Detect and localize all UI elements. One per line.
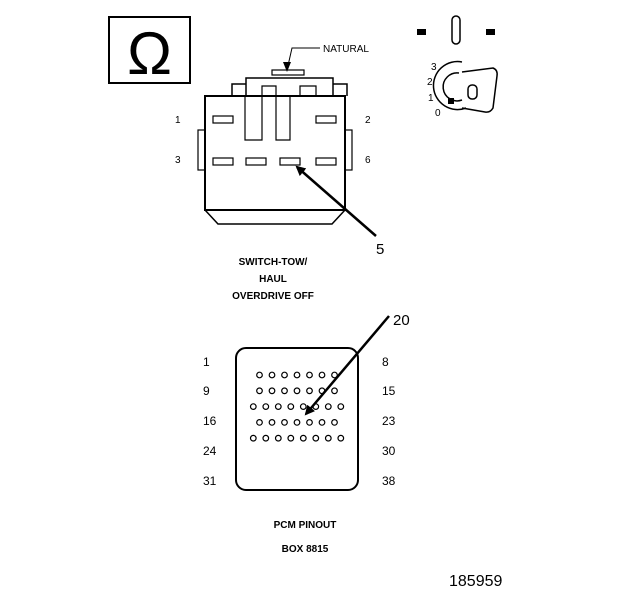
ohmmeter-symbol: Ω	[108, 16, 191, 87]
pcm-pin-hole	[324, 434, 332, 442]
pcm-pin-hole	[331, 387, 338, 395]
pcm-pin-hole	[256, 419, 263, 426]
pcm-pin-hole	[262, 434, 270, 442]
pcm-pin-hole	[337, 403, 345, 411]
pcm-pin-31: 31	[203, 474, 217, 488]
natural-label: NATURAL	[323, 44, 369, 55]
pcm-pin-hole	[249, 403, 257, 411]
pcm-pin-hole	[268, 371, 276, 379]
pcm-callout-arrow	[304, 315, 390, 416]
key-position-2: 2	[427, 77, 433, 88]
pcm-pin-30: 30	[382, 444, 396, 458]
switch-caption-line-3: OVERDRIVE OFF	[232, 291, 314, 302]
pcm-caption-line-1: PCM PINOUT	[274, 520, 337, 531]
pcm-pin-hole	[249, 434, 257, 442]
pcm-pin-hole	[318, 371, 326, 379]
pcm-pin-hole	[299, 403, 307, 411]
pcm-pin-hole	[293, 371, 301, 379]
pcm-pin-hole	[281, 387, 288, 395]
pcm-pin-hole	[331, 419, 338, 426]
pcm-pin-hole	[256, 371, 263, 379]
key-position-1: 1	[428, 93, 434, 104]
pcm-pin-hole	[293, 419, 301, 426]
pcm-pin-8: 8	[382, 355, 389, 369]
pcm-pin-hole	[262, 403, 270, 411]
pcm-pin-hole	[306, 371, 313, 379]
pcm-pin-hole	[306, 419, 313, 426]
switch-caption-line-2: HAUL	[259, 274, 287, 285]
pcm-pin-15: 15	[382, 384, 396, 398]
pcm-pin-23: 23	[382, 414, 396, 428]
pcm-pin-hole	[281, 371, 288, 379]
pcm-pin-hole	[331, 371, 338, 379]
switch-callout-arrow	[295, 165, 377, 237]
figure-number: 185959	[449, 573, 502, 590]
switch-pin-6: 6	[365, 155, 371, 166]
pcm-pin-hole	[287, 403, 295, 411]
pcm-pin-holes	[249, 371, 345, 442]
pcm-pin-hole	[293, 387, 301, 395]
ohm-icon: Ω	[127, 20, 172, 87]
pcm-pin-hole	[268, 419, 276, 426]
switch-pin-1: 1	[175, 115, 181, 126]
pcm-pin-hole	[274, 434, 282, 442]
pcm-pin-hole	[281, 419, 288, 426]
pcm-pin-hole	[324, 403, 332, 411]
pcm-pin-hole	[337, 434, 345, 442]
pcm-pin-hole	[299, 434, 307, 442]
key-position-0: 0	[435, 108, 441, 119]
pcm-caption-line-2: BOX 8815	[282, 544, 329, 555]
pcm-pin-38: 38	[382, 474, 396, 488]
pcm-pin-hole	[274, 403, 282, 411]
pcm-pin-16: 16	[203, 414, 217, 428]
pcm-pin-hole	[256, 387, 263, 395]
pcm-pin-hole	[306, 387, 313, 395]
pcm-callout-number: 20	[393, 312, 410, 329]
pcm-pin-hole	[318, 419, 326, 426]
pcm-pin-1: 1	[203, 355, 210, 369]
pcm-pin-hole	[268, 387, 276, 395]
ignition-key-diagram: 3 2 1 0	[417, 15, 498, 119]
pcm-pin-hole	[287, 434, 295, 442]
switch-caption-line-1: SWITCH-TOW/	[239, 257, 308, 268]
switch-pin-3: 3	[175, 155, 181, 166]
switch-pin-2: 2	[365, 115, 371, 126]
switch-connector: NATURAL 1 2 3 6 5 SWITCH-TOW/ HAUL OVERD…	[175, 44, 384, 302]
pcm-connector: 1 9 16 24 31 8 15 23 30 38 20 PCM PINOUT…	[203, 312, 410, 555]
switch-callout-number: 5	[376, 241, 384, 258]
pcm-pin-24: 24	[203, 444, 217, 458]
pcm-pin-hole	[312, 434, 320, 442]
pcm-pin-9: 9	[203, 384, 210, 398]
key-position-3: 3	[431, 62, 437, 73]
